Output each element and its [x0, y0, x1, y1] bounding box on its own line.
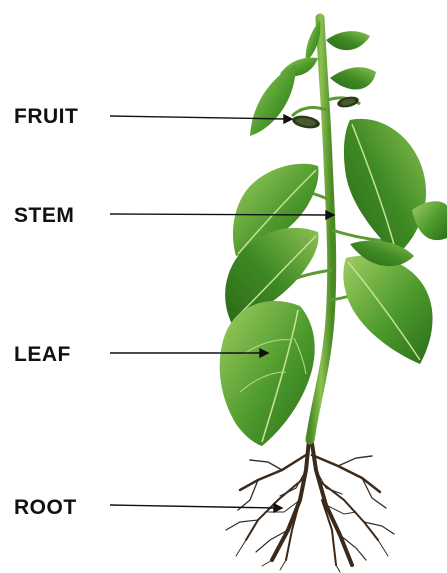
leaf-right-tip — [412, 201, 447, 240]
root-pointer-arrow — [274, 504, 282, 512]
fruit-pointer-arrow — [284, 115, 292, 123]
stem-label: STEM — [14, 205, 74, 226]
root-pointer-line — [110, 505, 276, 508]
fruit-label: FRUIT — [14, 106, 78, 127]
leaf-lower-left — [220, 301, 315, 446]
root-system — [226, 430, 394, 572]
stem-pointer-line — [110, 214, 328, 215]
leaf-label: LEAF — [14, 344, 71, 365]
root-label: ROOT — [14, 497, 77, 518]
leaf-right-middle — [343, 256, 432, 364]
